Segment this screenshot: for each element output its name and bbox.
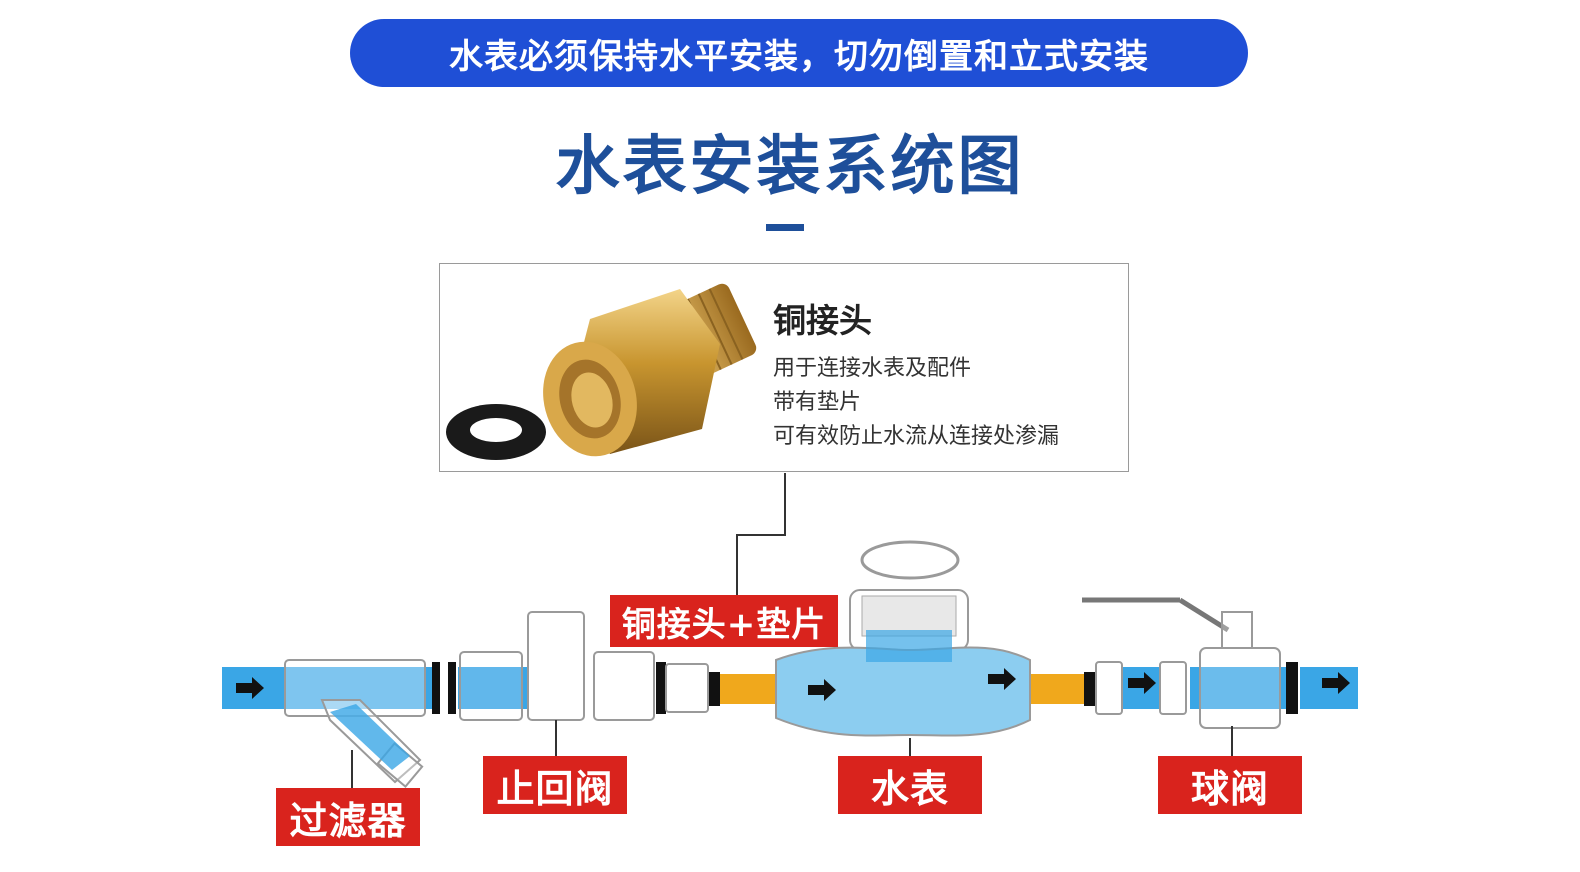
brass-fitting-icon — [446, 283, 757, 460]
callout-title: 铜接头 — [773, 301, 872, 340]
label-check-valve: 止回阀 — [483, 756, 627, 814]
callout-line-1: 用于连接水表及配件 — [773, 356, 972, 381]
install-warning-banner: 水表必须保持水平安装，切勿倒置和立式安装 — [350, 19, 1248, 87]
label-water-meter: 水表 — [838, 756, 982, 814]
rubber-gasket-icon — [446, 404, 546, 460]
label-ball-valve: 球阀 — [1158, 756, 1302, 814]
callout-line-3: 可有效防止水流从连接处渗漏 — [773, 424, 1060, 449]
label-connector-gasket: 铜接头+垫片 — [610, 595, 838, 647]
water-meter-shape — [775, 540, 1031, 737]
diagram-title: 水表安装系统图 — [555, 130, 1025, 204]
flow-arrow-icon — [236, 668, 1350, 701]
connector-callout: 铜接头 用于连接水表及配件 带有垫片 可有效防止水流从连接处渗漏 — [439, 263, 1129, 472]
callout-line-2: 带有垫片 — [773, 390, 862, 415]
label-filter: 过滤器 — [276, 788, 420, 846]
title-underline — [766, 224, 804, 231]
